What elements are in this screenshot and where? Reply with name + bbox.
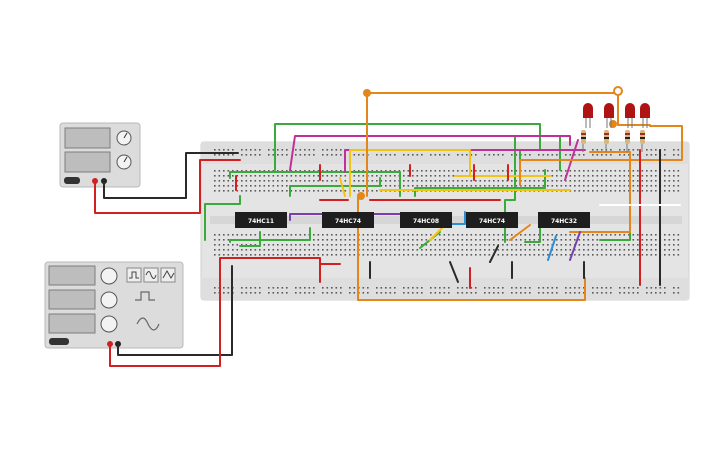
led-icon	[640, 103, 650, 118]
chip-label: 74HC74	[479, 218, 505, 225]
resistor-2	[604, 130, 609, 152]
offset-display	[48, 313, 96, 334]
resistor-4	[640, 130, 645, 152]
led-4	[640, 103, 650, 128]
led-icon	[583, 103, 593, 118]
led-2	[604, 103, 614, 128]
leds[interactable]	[583, 103, 650, 128]
led-1	[583, 103, 593, 128]
wire-junction[interactable]	[363, 89, 371, 97]
wire-junction[interactable]	[609, 120, 617, 128]
chip-label: 74HC74	[335, 218, 361, 225]
wire-junction[interactable]	[613, 86, 623, 96]
triangle-wave-button	[160, 267, 176, 283]
chip-u1[interactable]: 74HC11	[235, 212, 287, 228]
chip-u2[interactable]: 74HC74	[322, 212, 374, 228]
wire-junction[interactable]	[357, 192, 365, 200]
square-wave-button	[126, 267, 142, 283]
square-wave-icon	[135, 291, 155, 301]
chip-label: 74HC08	[413, 218, 439, 225]
current-display	[64, 151, 111, 173]
resistor-3	[625, 130, 630, 152]
chip-label: 74HC11	[248, 218, 274, 225]
function-generator[interactable]	[44, 261, 184, 349]
offset-knob-icon	[100, 315, 118, 333]
amplitude-knob-icon	[100, 291, 118, 309]
frequency-display	[48, 265, 96, 286]
sine-wave-icon	[136, 317, 160, 331]
power-switch-icon	[64, 177, 80, 184]
ic-chips[interactable]: 74HC11 74HC74 74HC08 74HC74 74HC32	[235, 212, 590, 228]
wires[interactable]	[94, 92, 683, 367]
voltage-display	[64, 127, 111, 149]
power-supply[interactable]	[59, 122, 141, 188]
chip-u3[interactable]: 74HC08	[400, 212, 452, 228]
chip-label: 74HC32	[551, 218, 577, 225]
resistor-1	[581, 130, 586, 152]
generator-power-switch-icon	[49, 338, 69, 345]
amplitude-display	[48, 289, 96, 310]
chip-u4[interactable]: 74HC74	[466, 212, 518, 228]
led-3	[625, 103, 635, 128]
led-icon	[604, 103, 614, 118]
chip-u5[interactable]: 74HC32	[538, 212, 590, 228]
frequency-knob-icon	[100, 267, 118, 285]
resistors[interactable]	[581, 130, 645, 152]
led-icon	[625, 103, 635, 118]
